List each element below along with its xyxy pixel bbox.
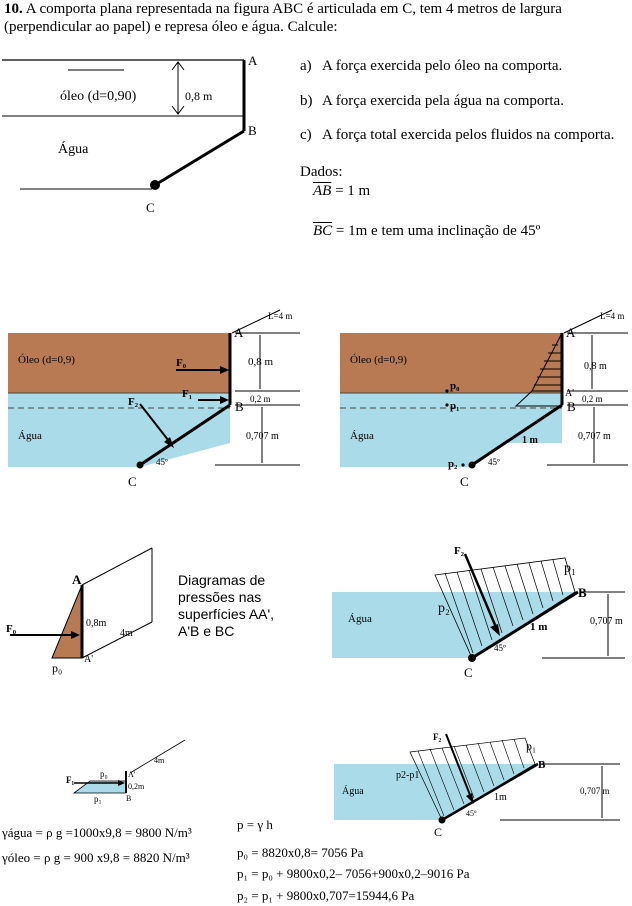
fig1-water-label: Água [58,140,89,157]
formula-p2: p₂ = p₁ + 9800x0,707=15944,6 Pa [237,888,415,903]
problem-text: A comporta plana representada na figura … [4,1,562,35]
fig5-label-b: B [578,585,587,600]
fig3-label-c: C [460,474,469,489]
fig5-f2-label: F₂ [454,545,465,557]
fig3-label-b: B [567,399,576,414]
fig3-dim-02: 0,2 m [582,394,603,404]
fig3-oil-label: Óleo (d=0,9) [350,354,407,366]
fig5-p1-label: p₁ [564,561,576,576]
fig3-p1-label: p₁ [450,400,459,412]
fig2-f2-label: F₂ [128,396,139,408]
fig2-oil-label: Óleo (d=0,9) [18,354,75,366]
fig3-dim-08: 0,8 m [584,361,607,372]
fig2-water-label: Água [18,430,42,442]
fig1-oil-label: óleo (d=0,90) [60,89,137,104]
fig3-dim-0707: 0,707 m [578,431,611,442]
fig5-bc-label: 1 m [530,621,547,633]
fig3-water-label: Água [350,430,374,442]
fig1-label-c: C [146,200,155,215]
fig5-angle-label: 45º [494,643,506,653]
question-b: b) A força exercida pela água na comport… [300,93,564,109]
fig7-label-b: B [538,759,546,771]
fig2-f0-label: F₀ [176,357,187,369]
fig3-bc-label: 1 m [522,435,539,446]
figure-pressures: Óleo (d=0,9) Água p₀ p₁ p₂ L=4 m A A' B … [340,309,628,489]
fig1-label-a: A [248,53,258,68]
question-a: a) A força exercida pelo óleo na comport… [300,58,563,74]
fig7-bc-label: 1m [494,792,507,803]
figure-oil-3d: A A' F₀ p₀ 0,8m 4m [6,547,153,675]
fig2-dim-08: 0,8 m [248,356,274,368]
dado-ab: AB = 1 m [313,183,371,199]
problem-statement: 10. A comporta plana representada na fig… [4,0,629,36]
fig3-p0-label: p₀ [450,380,460,392]
fig2-label-b: B [235,399,244,414]
fig2-dim-02: 0,2 m [250,394,271,404]
formula-gamma-oleo: γóleo = ρ g = 900 x9,8 = 8820 N/m³ [2,850,190,865]
fig2-width-label: L=4 m [268,311,292,321]
formula-p-definition: p = γ h [237,817,273,832]
fig7-p2p1-label: p2-p1 [396,770,419,781]
fig7-water-label: Água [342,785,364,797]
fig3-label-a: A [566,325,576,340]
formula-p1: p₁ = p₀ + 9800x0,2– 7056+900x0,2–9016 Pa [237,866,470,881]
dado-bc: BC = 1m e tem uma inclinação de 45º [313,223,541,239]
formula-p0: p₀ = 8820x0,8= 7056 Pa [237,845,364,860]
fig6-dim-label: 0,2m [128,782,145,791]
fig2-label-a: A [234,325,244,340]
fig1-dim-label: 0,8 m [185,89,213,103]
dados-label: Dados: [300,164,343,180]
fig4-f0-label: F₀ [6,623,17,635]
fig5-p2-label: p₂ [438,601,450,616]
fig2-f1-label: F₁ [182,388,192,400]
figure-forces: Óleo (d=0,9) Água F₀ F₁ F₂ L=4 m A B C 0… [8,309,300,489]
fig7-f2-label: F₂ [433,732,441,742]
fig7-angle-label: 45º [466,809,477,818]
fig6-width-label: 4m [154,756,165,765]
fig4-width-label: 4m [120,628,133,639]
fig6-p1-label: p₁ [94,794,102,804]
fig6-f1-label: F₁ [66,775,74,785]
fig4-label-aprime: A' [84,654,93,665]
fig6-label-aprime: A' [128,770,136,779]
fig1-label-b: B [248,123,257,138]
fig3-angle-label: 45º [488,457,500,467]
fig6-label-b: B [126,794,131,803]
fig3-label-aprime: A' [565,388,574,399]
fig7-dim-0707: 0,707 m [580,786,610,796]
fig2-dim-0707: 0,707 m [246,431,279,442]
fig5-label-c: C [464,665,473,680]
figure-water-3d: F₁ p₀ p₁ A' B 0,2m 4m [66,739,186,804]
fig6-p0-label: p₀ [100,769,108,779]
fig7-p1-label: p₁ [526,739,536,753]
fig7-label-c: C [434,825,442,839]
fig4-p0-label: p₀ [52,661,62,675]
formula-gamma-agua: γágua = ρ g =1000x9,8 = 9800 N/m³ [2,825,192,840]
fig2-angle-label: 45º [156,457,168,467]
figure-water-bc: F₂ p₁ p₂ B C Água 1 m 45º 0,707 m [332,545,625,680]
pressure-diagrams-caption: Diagramas de pressões nas superfícies AA… [178,572,275,639]
question-c: c) A força total exercida pelos fluidos … [300,127,615,143]
figure-water-bc-2: F₂ p₁ p2-p1 B C Água 1m 45º 0,707 m [334,732,620,839]
fig4-dim-label: 0,8m [86,618,107,629]
fig2-label-c: C [128,474,137,489]
fig3-width-label: L=4 m [600,311,624,321]
fig4-label-a: A [72,572,82,587]
problem-number: 10. [4,1,23,17]
fig3-p2-label: p₂ [448,458,458,470]
fig5-dim-0707: 0,707 m [590,616,623,627]
figure-original-gate: óleo (d=0,90) 0,8 m Água A B C [2,53,258,215]
questions-list: a) A força exercida pelo óleo na comport… [300,57,630,144]
fig5-water-label: Água [348,613,372,625]
